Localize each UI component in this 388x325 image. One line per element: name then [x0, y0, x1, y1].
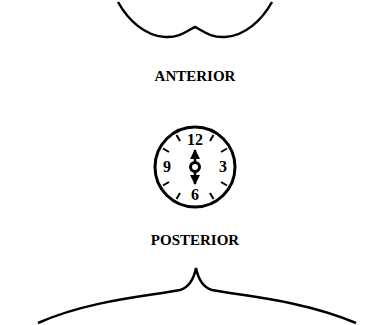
- clock-numeral: 3: [219, 159, 227, 175]
- clock-hand: [194, 172, 197, 184]
- clock-numeral: 9: [163, 159, 171, 175]
- clock-numeral: 12: [187, 132, 203, 148]
- hour-tick: [163, 182, 169, 186]
- clock-hand: [194, 150, 197, 162]
- posterior-outline: [38, 268, 356, 323]
- anterior-outline: [118, 2, 272, 37]
- clock-face: 12 9 3 6: [153, 125, 237, 209]
- region-label: POSTERIOR: [151, 233, 239, 248]
- hour-tick: [177, 193, 181, 199]
- hour-tick: [210, 135, 214, 141]
- hour-tick: [163, 149, 169, 153]
- clock-center: [191, 163, 200, 172]
- hour-tick: [221, 182, 227, 186]
- hour-tick: [221, 149, 227, 153]
- hour-tick: [177, 135, 181, 141]
- region-label: ANTERIOR: [155, 69, 236, 84]
- clock-rim: [155, 127, 235, 207]
- hour-tick: [210, 193, 214, 199]
- clock-numeral: 6: [191, 187, 199, 203]
